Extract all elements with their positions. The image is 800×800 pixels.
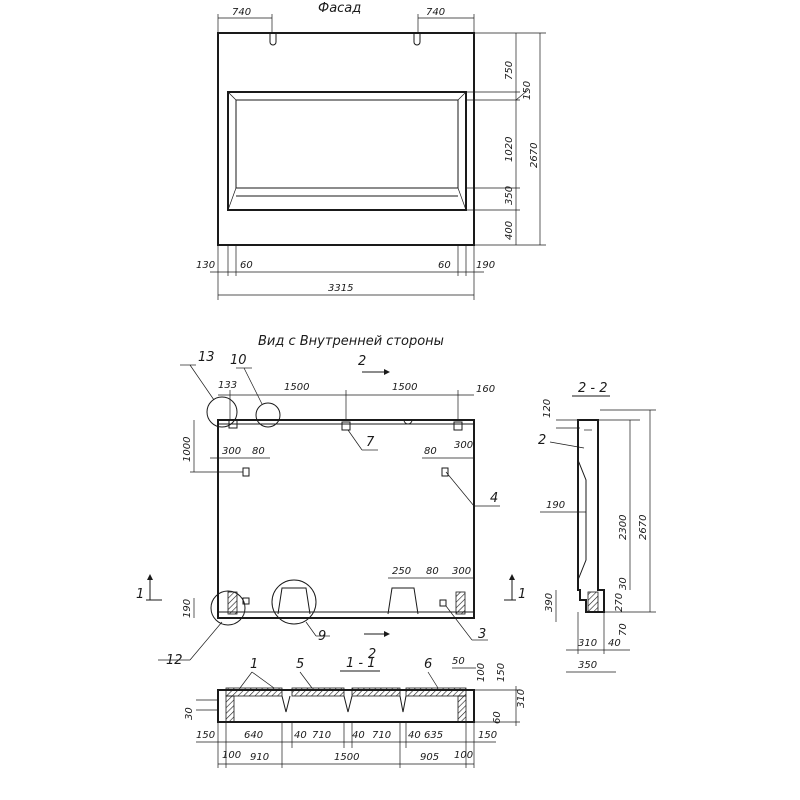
dim-635: 635: [424, 730, 443, 741]
dim-130: 130: [196, 260, 215, 271]
dim-60-right: 60: [438, 260, 451, 271]
section-2-2-title: 2 - 2: [578, 381, 608, 396]
facade-outline: [217, 32, 475, 246]
callout-5: 5: [296, 657, 304, 672]
dim-40-s22: 40: [608, 638, 621, 649]
dim-60-left: 60: [240, 260, 253, 271]
section-mark-2-top: 2: [358, 354, 366, 369]
dim-640: 640: [244, 730, 263, 741]
dim-150: 150: [522, 81, 533, 100]
dim-100-left-s11: 100: [222, 750, 241, 761]
detail-circle-9: [271, 579, 317, 625]
dim-150-right-s11: 150: [478, 730, 497, 741]
dim-40-b: 40: [352, 730, 365, 741]
section-1-1-title: 1 - 1: [346, 656, 376, 671]
detail-circle-10: [255, 402, 281, 428]
dim-top-right: 740: [426, 7, 445, 18]
dim-710-a: 710: [312, 730, 331, 741]
dim-120: 120: [542, 399, 553, 418]
insulation-block-mid: [351, 687, 401, 697]
dim-133: 133: [218, 380, 237, 391]
dim-160: 160: [476, 384, 495, 395]
dim-30-s22: 30: [618, 577, 629, 590]
dim-80-right: 80: [424, 446, 437, 457]
dim-2300: 2300: [618, 515, 629, 540]
dim-400: 400: [504, 221, 515, 240]
section-1-1-outline: [217, 689, 475, 723]
facade-view: Фасад 740 740 750 150 1020 350: [196, 1, 546, 300]
dim-710-b: 710: [372, 730, 391, 741]
bottom-niche-right: [387, 587, 419, 615]
section-mark-2-bottom: 2: [368, 647, 376, 662]
callout-12: 12: [166, 653, 183, 668]
dim-70: 70: [618, 623, 629, 636]
insulation-block-1: [225, 687, 283, 697]
dim-350: 350: [504, 186, 515, 205]
dim-905: 905: [420, 752, 439, 763]
dim-2670: 2670: [529, 143, 540, 168]
dim-30-s11: 30: [184, 707, 195, 720]
facade-title: Фасад: [318, 1, 361, 16]
insulation-block-5: [291, 687, 345, 697]
dim-310-s11: 310: [516, 689, 527, 708]
dim-300-right: 300: [454, 440, 473, 451]
dim-190: 190: [476, 260, 495, 271]
section-2-2-profile: [577, 419, 605, 613]
dim-150-s11: 150: [496, 663, 507, 682]
dim-1000: 1000: [182, 437, 193, 462]
dim-40-c: 40: [408, 730, 421, 741]
dim-390: 390: [544, 593, 555, 612]
bottom-niche-left: [277, 587, 311, 615]
inner-view: Вид с Внутренней стороны: [136, 334, 526, 668]
dim-top-left: 740: [232, 7, 251, 18]
dim-100-right-s11: 100: [454, 750, 473, 761]
callout-6: 6: [424, 657, 432, 672]
dim-1500-a: 1500: [284, 382, 309, 393]
detail-circle-12: [210, 590, 246, 626]
dim-3315: 3315: [328, 283, 353, 294]
section-2-2-label-2: 2: [538, 433, 546, 448]
dim-1500-s11: 1500: [334, 752, 359, 763]
dim-350-s22: 350: [578, 660, 597, 671]
dim-2670-s22: 2670: [638, 515, 649, 540]
dim-190-s22: 190: [546, 500, 565, 511]
callout-3: 3: [478, 627, 486, 642]
lifting-loop-right: [413, 33, 421, 46]
dim-50-s11: 50: [452, 656, 465, 667]
callout-7: 7: [366, 435, 375, 450]
dim-300-left: 300: [222, 446, 241, 457]
callout-4: 4: [490, 491, 498, 506]
dim-750: 750: [504, 61, 515, 80]
lifting-loop-left: [269, 33, 277, 46]
callout-10: 10: [230, 353, 247, 368]
dim-270: 270: [614, 593, 625, 612]
insulation-block-6: [405, 687, 467, 697]
dim-150-left-s11: 150: [196, 730, 215, 741]
facade-window-outer: [227, 91, 467, 211]
dim-80-left: 80: [252, 446, 265, 457]
dim-80-bottom: 80: [426, 566, 439, 577]
dim-1020: 1020: [504, 137, 515, 162]
detail-circle-13: [206, 396, 238, 428]
callout-13: 13: [198, 350, 215, 365]
section-mark-1-right: 1: [518, 587, 526, 602]
dim-100-s11: 100: [476, 663, 487, 682]
callout-1: 1: [250, 657, 258, 672]
dim-1500-b: 1500: [392, 382, 417, 393]
dim-250: 250: [392, 566, 411, 577]
section-1-1: 1 - 1 1 5 6 50 100 150 310 60 30: [184, 656, 527, 768]
dim-190-bottom: 190: [182, 599, 193, 618]
dim-60-s11: 60: [492, 711, 503, 724]
section-2-2: 2 - 2 2 120 190 2300 2670 30 390 270 70 …: [538, 381, 656, 673]
dim-40-a: 40: [294, 730, 307, 741]
facade-window-inner: [235, 99, 459, 189]
callout-9: 9: [318, 629, 326, 644]
dim-310-s22: 310: [578, 638, 597, 649]
inner-view-title: Вид с Внутренней стороны: [258, 334, 444, 349]
dim-300-bottom: 300: [452, 566, 471, 577]
dim-910: 910: [250, 752, 269, 763]
section-mark-1-left: 1: [136, 587, 144, 602]
